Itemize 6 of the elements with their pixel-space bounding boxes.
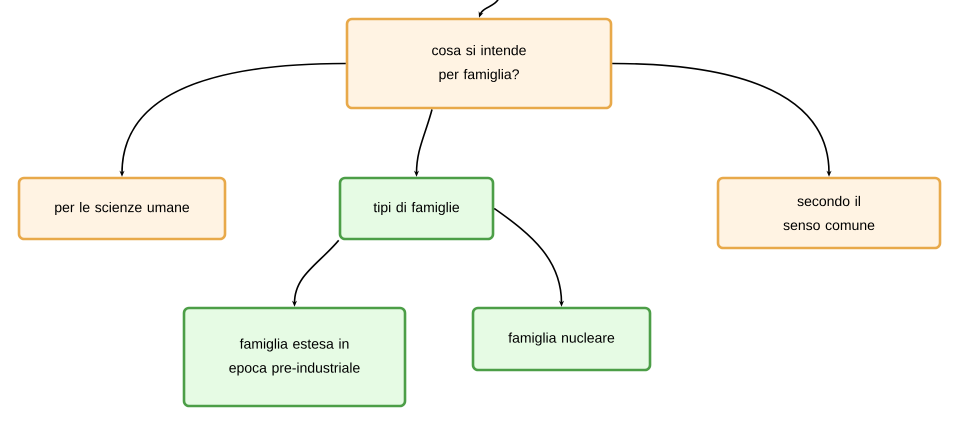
concept-box: famiglia nucleare bbox=[472, 306, 652, 372]
concept-box: per le scienze umane bbox=[18, 176, 226, 240]
concept-box: famiglia estesa in epoca pre-industriale bbox=[182, 306, 406, 408]
concept-box: secondo il senso comune bbox=[716, 176, 942, 250]
concept-box: cosa si intende per famiglia? bbox=[346, 18, 612, 110]
concept-box: tipi di famiglie bbox=[338, 176, 494, 240]
